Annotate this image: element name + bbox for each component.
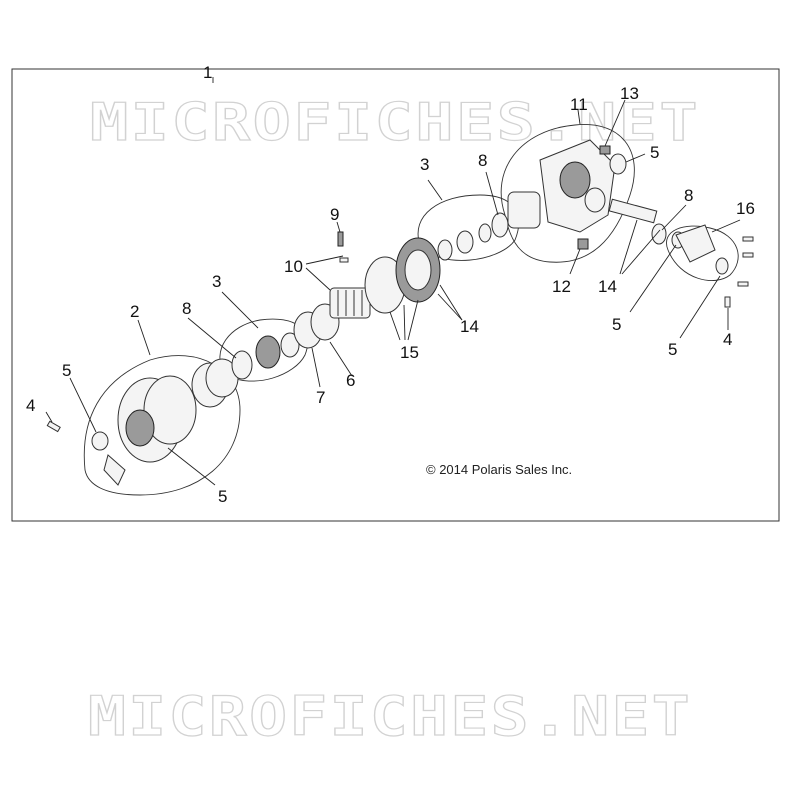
callout-8-center: 8 [478, 151, 487, 170]
rear-cover [675, 224, 716, 263]
callout-14-center: 14 [460, 317, 479, 336]
gear-left-hub [280, 332, 300, 358]
callout-5-top-right: 5 [650, 143, 659, 162]
callout-5-bottom: 5 [218, 487, 227, 506]
callout-11: 11 [570, 95, 588, 114]
callout-10: 10 [284, 257, 303, 276]
bearing-left [231, 350, 253, 380]
bearing-cup [507, 191, 541, 229]
callout-4-left: 4 [26, 396, 35, 415]
gear-left [255, 335, 281, 369]
copyright-notice: © 2014 Polaris Sales Inc. [426, 462, 572, 477]
callout-5-left: 5 [62, 361, 71, 380]
callout-3-left: 3 [212, 272, 221, 291]
watermark-top: MICROFICHES.NET [90, 93, 700, 153]
callout-2: 2 [130, 302, 139, 321]
callout-4-right: 4 [723, 330, 732, 349]
pin-9 [337, 231, 344, 247]
callout-7: 7 [316, 388, 325, 407]
diagram-frame [11, 68, 780, 522]
roller-cage [329, 287, 371, 319]
callout-5-mid-right: 5 [612, 315, 621, 334]
group-outline-2 [83, 355, 241, 496]
watermark-bottom: MICROFICHES.NET [88, 685, 692, 748]
seal-left [91, 431, 109, 451]
spring-10 [339, 257, 349, 263]
ring-gear-inner [404, 249, 432, 291]
bolt-left [46, 420, 61, 433]
bearing-8-right [491, 212, 509, 238]
callout-8-right: 8 [684, 186, 693, 205]
callout-13: 13 [620, 84, 639, 103]
callout-6: 6 [346, 371, 355, 390]
seal-5-cover [715, 257, 729, 275]
front-housing [103, 375, 197, 486]
callout-12: 12 [552, 277, 571, 296]
output-shaft [608, 198, 658, 224]
callout-1: 1 [203, 63, 212, 82]
bolts-right [724, 236, 754, 308]
callout-5-far-right: 5 [668, 340, 677, 359]
seal-5-top [609, 153, 627, 175]
group-outline-16 [666, 225, 739, 282]
leader-lines [45, 77, 741, 486]
plug-13 [599, 145, 611, 155]
callout-16: 16 [736, 199, 755, 218]
callout-3-right: 3 [420, 155, 429, 174]
callout-14-right: 14 [598, 277, 617, 296]
main-housing [539, 139, 616, 233]
bearing-8-far [651, 223, 667, 245]
plug-12 [577, 238, 589, 250]
callout-8-left: 8 [182, 299, 191, 318]
callout-9: 9 [330, 205, 339, 224]
pinion-shaft [437, 223, 492, 261]
callout-15: 15 [400, 343, 419, 362]
group-outline-11 [500, 124, 635, 263]
